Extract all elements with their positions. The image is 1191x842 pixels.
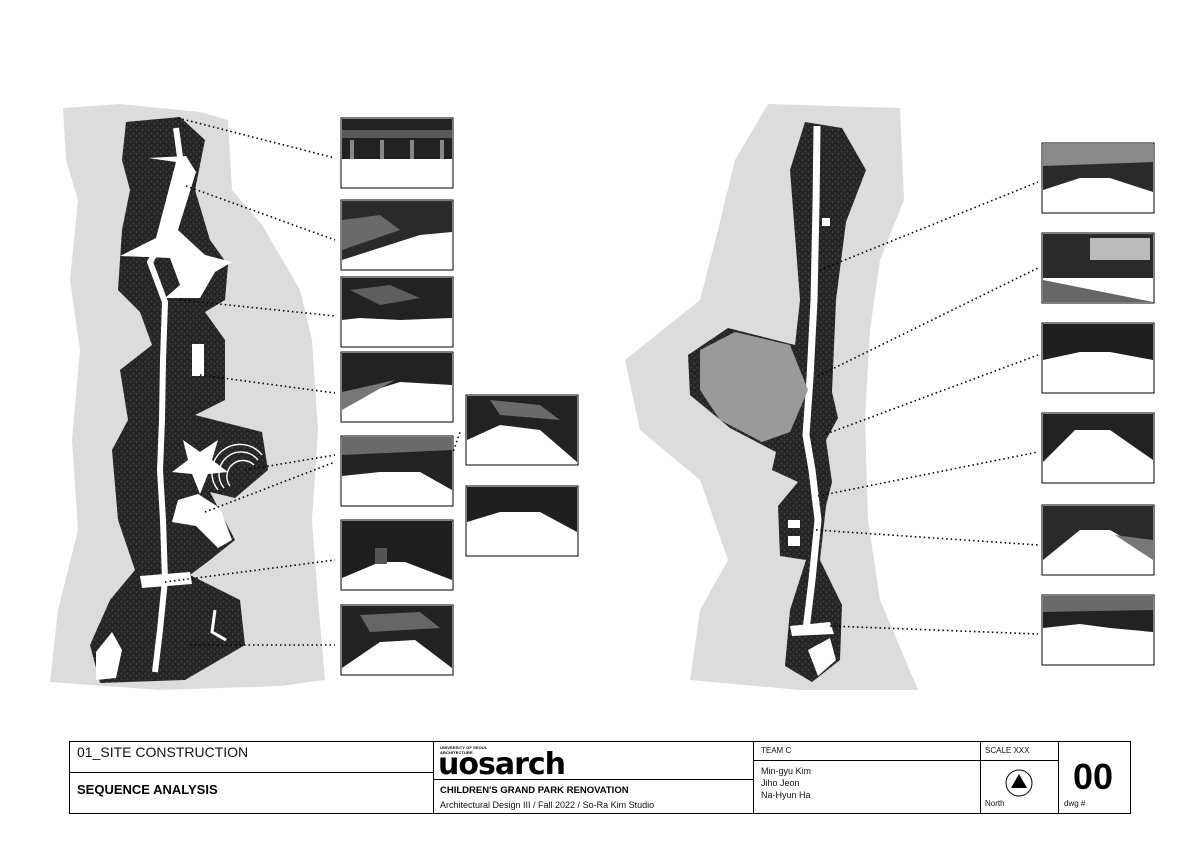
star-pavilion: [172, 440, 228, 494]
frame-13: [1041, 412, 1155, 484]
frame-14: [1041, 504, 1155, 576]
team-label: TEAM C: [761, 746, 792, 755]
frame-4: [340, 351, 454, 423]
north-arrow-icon: [1005, 769, 1033, 797]
course-info: Architectural Design III / Fall 2022 / S…: [440, 800, 655, 810]
frame-11: [1041, 232, 1155, 304]
theme-park: [700, 332, 808, 442]
scale-label: SCALE XXX: [985, 746, 1030, 755]
frame-2: [340, 199, 454, 271]
frame-9: [465, 485, 579, 557]
frame-1: [340, 117, 454, 189]
member-2: Jiho Jeon: [761, 778, 800, 788]
small-building-2: [788, 536, 800, 546]
frame-3: [340, 276, 454, 348]
member-3: Na-Hyun Ha: [761, 790, 811, 800]
frame-10: [1041, 142, 1155, 214]
frame-6: [340, 519, 454, 591]
building-complex: [172, 494, 232, 548]
small-building-1: [788, 520, 800, 528]
stadium-left: [96, 632, 122, 680]
stadium-right: [808, 638, 836, 676]
frame-15: [1041, 594, 1155, 666]
section-label: 01_SITE CONSTRUCTION: [77, 744, 249, 760]
path-right: [802, 125, 822, 631]
project-title: CHILDREN'S GRAND PARK RENOVATION: [440, 785, 629, 796]
arc-left: [210, 609, 227, 642]
plaza-1: [120, 156, 232, 298]
building-rect-1: [192, 344, 204, 376]
dome-pavilion: [211, 443, 263, 491]
right-site-plan: [625, 104, 918, 690]
title-block: 01_SITE CONSTRUCTION SEQUENCE ANALYSIS U…: [69, 741, 1131, 814]
north-label: North: [985, 799, 1005, 808]
member-1: Min-gyu Kim: [761, 766, 812, 776]
dwg-number: 00: [1073, 756, 1114, 797]
plaza-2: [140, 572, 192, 588]
logo-caption: UNIVERSITY OF SEOUL ARCHITECTURE: [440, 745, 488, 755]
plaza-right: [790, 622, 834, 636]
uosarch-logo: uosarch: [438, 747, 566, 782]
frame-12: [1041, 322, 1155, 394]
frame-5: [340, 435, 454, 507]
sheet-title: SEQUENCE ANALYSIS: [77, 782, 218, 797]
frame-7: [340, 604, 454, 676]
frame-8: [465, 394, 579, 466]
sequence-diagram: [50, 104, 1155, 690]
gate-marker: [822, 218, 830, 226]
left-site-plan: [50, 104, 325, 690]
leader-lines: [164, 117, 1039, 646]
dwg-label: dwg #: [1064, 799, 1086, 808]
